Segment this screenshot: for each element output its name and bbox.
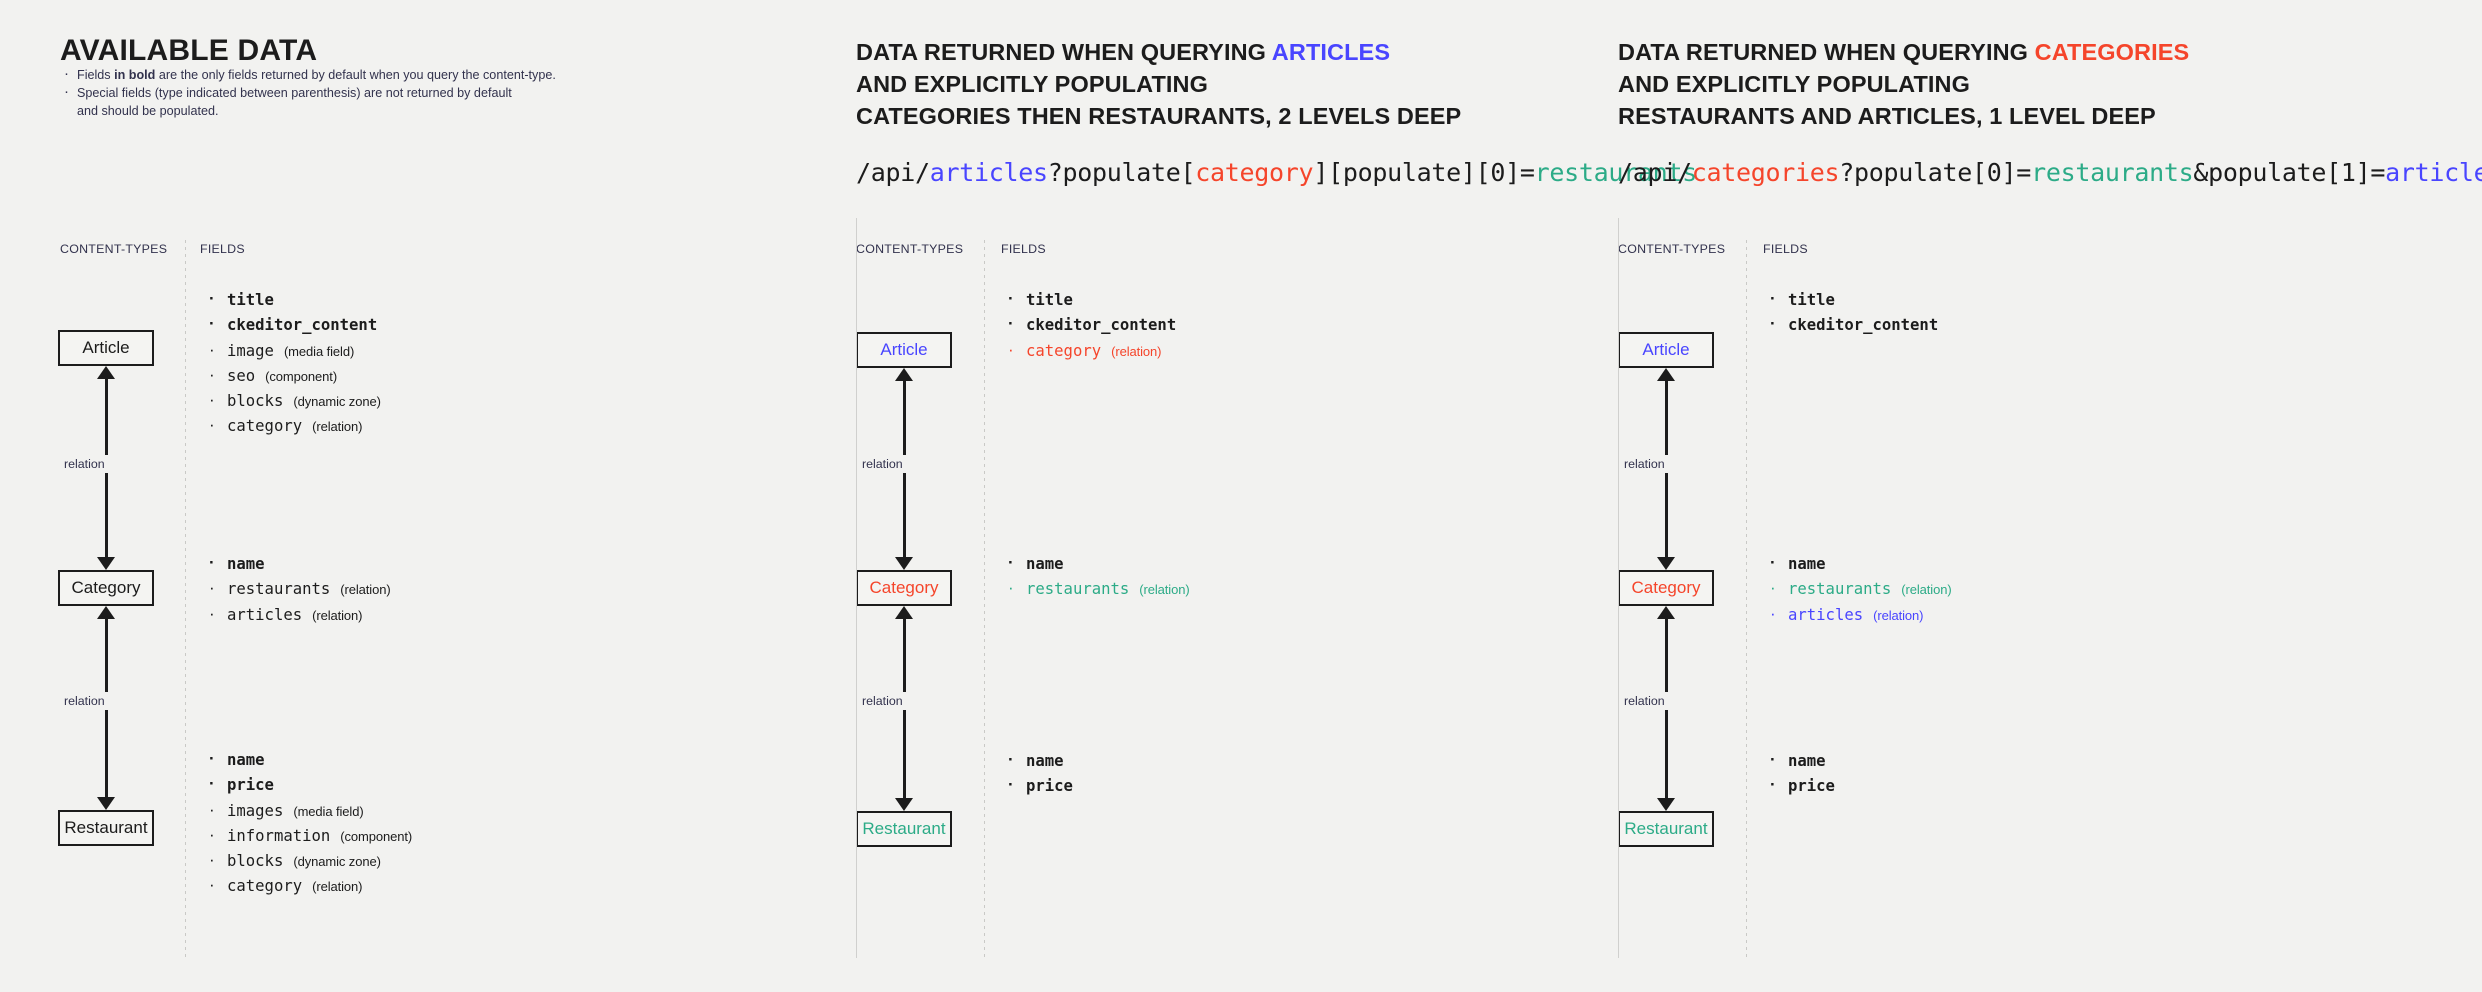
field-row: restaurants(relation) bbox=[205, 575, 391, 602]
arrow-up-icon bbox=[1657, 368, 1675, 381]
field-row: price bbox=[1766, 772, 1835, 799]
relation-label: relation bbox=[1620, 455, 1669, 473]
relation-label: relation bbox=[1620, 692, 1669, 710]
panel-title-line1: DATA RETURNED WHEN QUERYING ARTICLES bbox=[856, 39, 1391, 65]
field-row: ckeditor_content bbox=[205, 311, 381, 338]
field-row: name bbox=[1766, 747, 1835, 774]
field-row: name bbox=[205, 746, 412, 773]
field-row: ckeditor_content bbox=[1766, 311, 1938, 338]
arrow-down-icon bbox=[895, 798, 913, 811]
node-restaurant[interactable]: Restaurant bbox=[58, 810, 154, 846]
arrow-up-icon bbox=[895, 606, 913, 619]
panel-title-line2: AND EXPLICITLY POPULATING bbox=[1618, 71, 1970, 97]
panel-title-line1: DATA RETURNED WHEN QUERYING CATEGORIES bbox=[1618, 39, 2190, 65]
panel-header: DATA RETURNED WHEN QUERYING ARTICLES AND… bbox=[856, 36, 1697, 187]
fields-category: name restaurants(relation) articles(rela… bbox=[205, 550, 391, 628]
arrow-down-icon bbox=[895, 557, 913, 570]
panel-title-line3: RESTAURANTS AND ARTICLES, 1 LEVEL DEEP bbox=[1618, 103, 2156, 129]
field-row: restaurants(relation) bbox=[1766, 575, 1952, 602]
node-article[interactable]: Article bbox=[1618, 332, 1714, 368]
field-row: category(relation) bbox=[205, 412, 381, 439]
column-divider bbox=[1746, 240, 1747, 960]
panel-title-line2: AND EXPLICITLY POPULATING bbox=[856, 71, 1208, 97]
legend-list: Fields in bold are the only fields retur… bbox=[60, 65, 556, 120]
arrow-down-icon bbox=[97, 797, 115, 810]
legend-item: Fields in bold are the only fields retur… bbox=[64, 65, 556, 84]
arrow-up-icon bbox=[97, 606, 115, 619]
field-row: category(relation) bbox=[1004, 337, 1176, 364]
fields-restaurant: name price images(media field) informati… bbox=[205, 746, 412, 900]
relation-label: relation bbox=[858, 455, 907, 473]
column-label-content-types: CONTENT-TYPES bbox=[60, 242, 168, 256]
fields-category: name restaurants(relation) articles(rela… bbox=[1766, 550, 1952, 628]
fields-article: title ckeditor_content bbox=[1766, 286, 1938, 339]
field-row: image(media field) bbox=[205, 337, 381, 364]
field-row: category(relation) bbox=[205, 872, 412, 899]
field-row: seo(component) bbox=[205, 362, 381, 389]
node-article[interactable]: Article bbox=[856, 332, 952, 368]
field-row: name bbox=[1004, 550, 1190, 577]
column-label-content-types: CONTENT-TYPES bbox=[856, 242, 964, 256]
field-row: name bbox=[1766, 550, 1952, 577]
field-row: price bbox=[205, 771, 412, 798]
field-row: title bbox=[1004, 286, 1176, 313]
legend-item: Special fields (type indicated between p… bbox=[64, 83, 556, 120]
field-row: information(component) bbox=[205, 822, 412, 849]
arrow-down-icon bbox=[1657, 798, 1675, 811]
column-label-content-types: CONTENT-TYPES bbox=[1618, 242, 1726, 256]
fields-restaurant: name price bbox=[1766, 747, 1835, 800]
arrow-down-icon bbox=[97, 557, 115, 570]
relation-label: relation bbox=[60, 692, 109, 710]
api-url: /api/articles?populate[category][populat… bbox=[856, 158, 1697, 187]
node-category[interactable]: Category bbox=[1618, 570, 1714, 606]
panel-title-line3: CATEGORIES THEN RESTAURANTS, 2 LEVELS DE… bbox=[856, 103, 1462, 129]
field-row: price bbox=[1004, 772, 1073, 799]
fields-article: title ckeditor_content image(media field… bbox=[205, 286, 381, 440]
panel-header: DATA RETURNED WHEN QUERYING CATEGORIES A… bbox=[1618, 36, 2482, 187]
column-divider bbox=[984, 240, 985, 960]
panel-header: AVAILABLE DATA Fields in bold are the on… bbox=[60, 36, 556, 120]
field-row: name bbox=[1004, 747, 1073, 774]
panel-separator bbox=[1618, 218, 1619, 958]
node-category[interactable]: Category bbox=[58, 570, 154, 606]
fields-restaurant: name price bbox=[1004, 747, 1073, 800]
field-row: title bbox=[205, 286, 381, 313]
column-label-fields: FIELDS bbox=[200, 242, 245, 256]
field-row: ckeditor_content bbox=[1004, 311, 1176, 338]
relation-label: relation bbox=[858, 692, 907, 710]
panel-query-articles: DATA RETURNED WHEN QUERYING ARTICLES AND… bbox=[856, 0, 1697, 992]
arrow-up-icon bbox=[895, 368, 913, 381]
column-label-fields: FIELDS bbox=[1763, 242, 1808, 256]
field-row: blocks(dynamic zone) bbox=[205, 387, 381, 414]
field-row: articles(relation) bbox=[1766, 601, 1952, 628]
field-row: articles(relation) bbox=[205, 601, 391, 628]
field-row: name bbox=[205, 550, 391, 577]
node-article[interactable]: Article bbox=[58, 330, 154, 366]
fields-category: name restaurants(relation) bbox=[1004, 550, 1190, 603]
node-category[interactable]: Category bbox=[856, 570, 952, 606]
column-label-fields: FIELDS bbox=[1001, 242, 1046, 256]
node-restaurant[interactable]: Restaurant bbox=[1618, 811, 1714, 847]
panel-query-categories: DATA RETURNED WHEN QUERYING CATEGORIES A… bbox=[1618, 0, 2482, 992]
node-restaurant[interactable]: Restaurant bbox=[856, 811, 952, 847]
column-divider bbox=[185, 240, 186, 960]
fields-article: title ckeditor_content category(relation… bbox=[1004, 286, 1176, 364]
relation-label: relation bbox=[60, 455, 109, 473]
panel-separator bbox=[856, 218, 857, 958]
arrow-up-icon bbox=[1657, 606, 1675, 619]
field-row: restaurants(relation) bbox=[1004, 575, 1190, 602]
arrow-down-icon bbox=[1657, 557, 1675, 570]
api-url: /api/categories?populate[0]=restaurants&… bbox=[1618, 158, 2482, 187]
page-title: AVAILABLE DATA bbox=[60, 34, 318, 67]
field-row: blocks(dynamic zone) bbox=[205, 847, 412, 874]
arrow-up-icon bbox=[97, 366, 115, 379]
field-row: title bbox=[1766, 286, 1938, 313]
field-row: images(media field) bbox=[205, 797, 412, 824]
panel-available-data: AVAILABLE DATA Fields in bold are the on… bbox=[0, 0, 856, 992]
